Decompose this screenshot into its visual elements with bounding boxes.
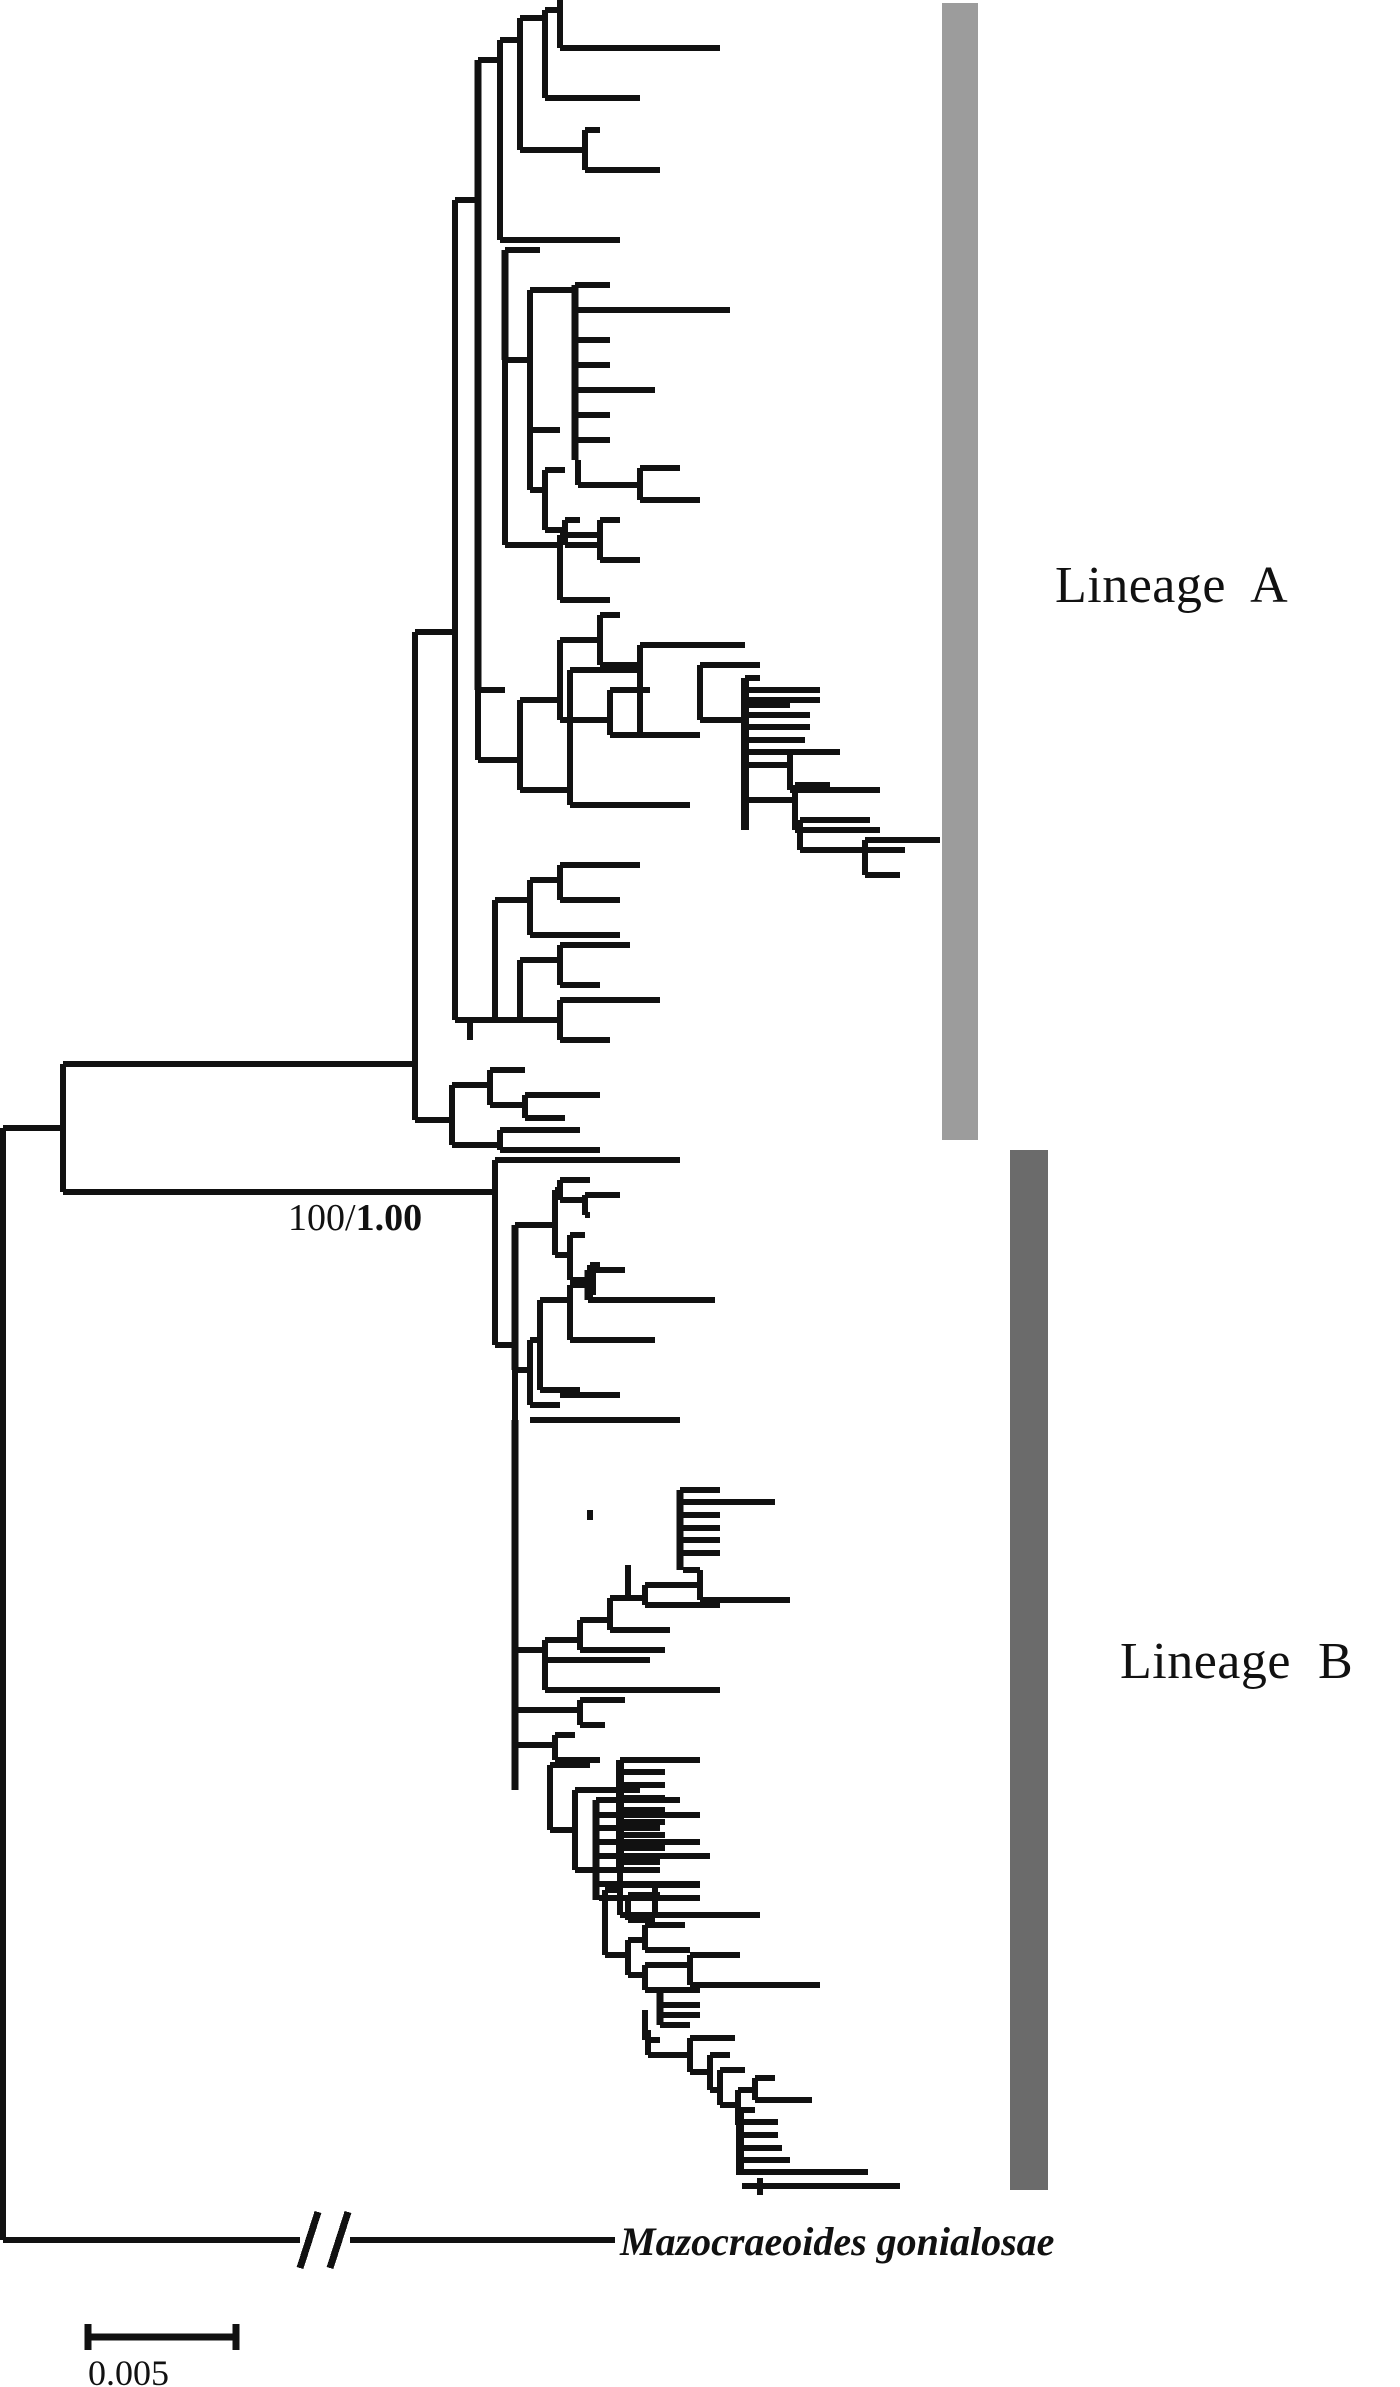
support-bootstrap-value: 100/: [288, 1197, 356, 1239]
lineage-b-label: Lineage B: [1120, 1633, 1354, 1690]
lineage-b-clade-bar: [1010, 1150, 1048, 2190]
node-support-label: 100/1.00: [288, 1196, 422, 1240]
lineage-a-label: Lineage A: [1055, 557, 1289, 614]
lineage-a-clade-bar: [942, 3, 978, 1140]
outgroup-taxon-label: Mazocraeoides gonialosae: [620, 2219, 1055, 2264]
scale-bar-label: 0.005: [88, 2353, 169, 2387]
tree-branches: [0, 0, 940, 2350]
support-posterior-value: 1.00: [355, 1197, 423, 1239]
